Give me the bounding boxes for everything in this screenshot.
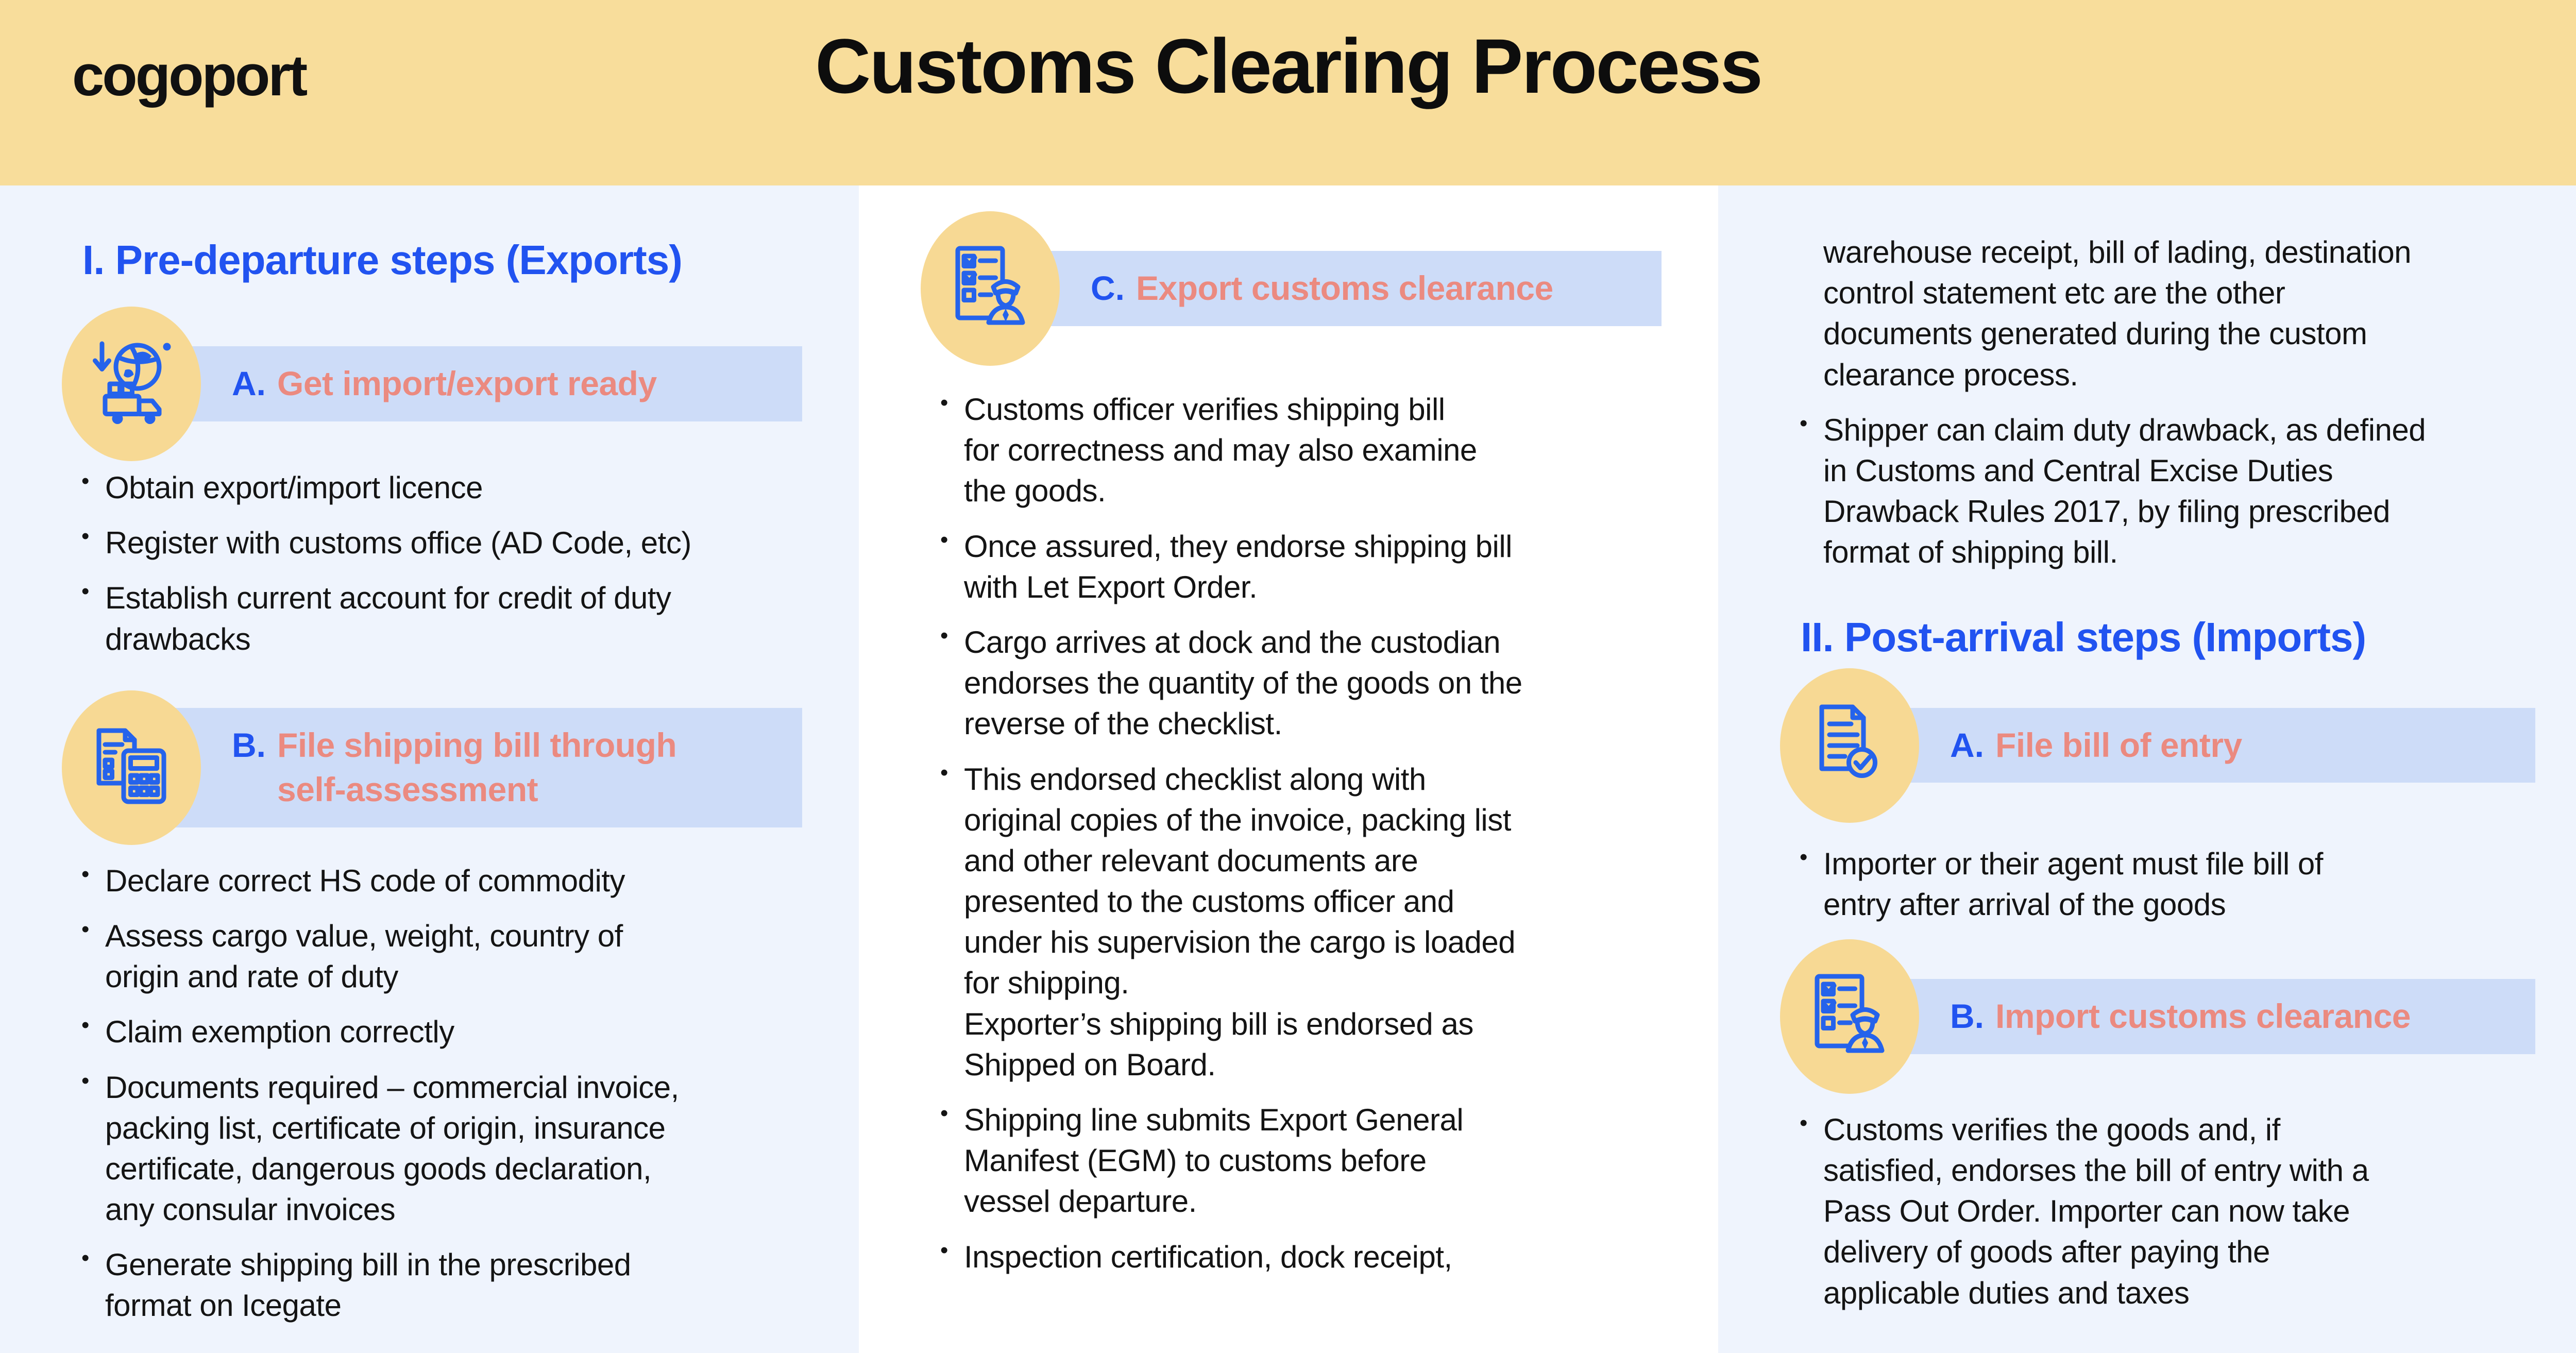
list-item: •Shipper can claim duty drawback, as def… xyxy=(1795,410,2535,573)
step-letter: A. xyxy=(1950,725,1984,764)
list-item: •Importer or their agent must file bill … xyxy=(1795,843,2535,925)
step-title: Import customs clearance xyxy=(1995,996,2411,1035)
checklist-customs-officer-icon xyxy=(921,211,1060,366)
header-bar: cogoport Customs Clearing Process xyxy=(0,0,2576,185)
list-item: •Customs verifies the goods and, if sati… xyxy=(1795,1109,2535,1313)
checklist-customs-officer-icon xyxy=(1780,939,1919,1094)
document-calculator-icon xyxy=(62,690,201,845)
bullet-icon: • xyxy=(81,916,89,942)
exports-heading: I. Pre-departure steps (Exports) xyxy=(82,237,683,283)
step-banner: B. File shipping bill through self-asses… xyxy=(129,707,802,827)
step-letter: A. xyxy=(232,364,266,403)
bullet-list: •Declare correct HS code of commodity •A… xyxy=(77,860,802,1326)
step-banner: B. Import customs clearance xyxy=(1847,978,2535,1054)
list-item: •Declare correct HS code of commodity xyxy=(77,860,802,901)
list-item: •Shipping line submits Export General Ma… xyxy=(936,1100,1662,1222)
bullet-icon: • xyxy=(940,390,948,415)
list-item: •Once assured, they endorse shipping bil… xyxy=(936,526,1662,607)
list-item: •This endorsed checklist along with orig… xyxy=(936,759,1662,1086)
list-item: •Generate shipping bill in the prescribe… xyxy=(77,1244,802,1326)
column-exports: I. Pre-departure steps (Exports) A. Get … xyxy=(0,185,859,1353)
bullet-icon: • xyxy=(1800,1110,1807,1136)
step-title: File bill of entry xyxy=(1995,725,2242,764)
imports-heading: II. Post-arrival steps (Imports) xyxy=(1801,614,2366,660)
bullet-icon: • xyxy=(81,523,89,549)
bullet-icon: • xyxy=(940,622,948,648)
step-banner: A. Get import/export ready xyxy=(129,346,802,421)
bullet-list: •Obtain export/import licence •Register … xyxy=(77,467,802,659)
bullet-list: •Customs verifies the goods and, if sati… xyxy=(1795,1109,2535,1313)
list-item: •Cargo arrives at dock and the custodian… xyxy=(936,622,1662,745)
list-item: •Inspection certification, dock receipt, xyxy=(936,1237,1662,1277)
step-letter: B. xyxy=(1950,996,1984,1035)
bullet-icon: • xyxy=(81,468,89,494)
globe-truck-import-export-icon xyxy=(62,307,201,461)
step-letter: B. xyxy=(232,725,266,764)
step-file-shipping-bill: B. File shipping bill through self-asses… xyxy=(62,690,802,845)
column-export-clearance: C. Export customs clearance •Customs off… xyxy=(859,185,1718,1353)
bullet-icon: • xyxy=(81,1245,89,1271)
cogoport-logo: cogoport xyxy=(72,43,308,108)
bullet-list: •warehouse receipt, bill of lading, dest… xyxy=(1795,232,2535,573)
step-title: Export customs clearance xyxy=(1136,269,1553,308)
step-get-ready: A. Get import/export ready xyxy=(62,307,802,461)
document-check-icon xyxy=(1780,668,1919,823)
list-item: •Obtain export/import licence xyxy=(77,467,802,508)
step-file-bill-of-entry: A. File bill of entry xyxy=(1780,668,2535,823)
bullet-icon: • xyxy=(940,1237,948,1263)
list-item: •Assess cargo value, weight, country of … xyxy=(77,916,802,997)
step-banner: C. Export customs clearance xyxy=(988,251,1662,326)
step-title: File shipping bill through self-assessme… xyxy=(277,725,677,808)
list-item: •Register with customs office (AD Code, … xyxy=(77,522,802,563)
step-banner: A. File bill of entry xyxy=(1847,707,2535,783)
bullet-list: •Customs officer verifies shipping bill … xyxy=(936,389,1662,1277)
list-item: •Documents required – commercial invoice… xyxy=(77,1067,802,1230)
bullet-list: •Importer or their agent must file bill … xyxy=(1795,843,2535,925)
list-item: •Customs officer verifies shipping bill … xyxy=(936,389,1662,512)
bullet-icon: • xyxy=(81,861,89,887)
bullet-icon: • xyxy=(1800,844,1807,870)
bullet-icon: • xyxy=(1800,410,1807,436)
bullet-icon: • xyxy=(81,1068,89,1093)
list-item: •Claim exemption correctly xyxy=(77,1011,802,1052)
step-title: Get import/export ready xyxy=(277,364,657,403)
step-import-clearance: B. Import customs clearance xyxy=(1780,939,2535,1094)
list-item-continuation: •warehouse receipt, bill of lading, dest… xyxy=(1823,235,2412,392)
step-export-clearance: C. Export customs clearance xyxy=(921,211,1662,366)
bullet-icon: • xyxy=(81,579,89,604)
bullet-icon: • xyxy=(940,527,948,552)
step-letter: C. xyxy=(1091,269,1125,308)
page-title: Customs Clearing Process xyxy=(815,23,1763,109)
list-item: •Establish current account for credit of… xyxy=(77,578,802,659)
bullet-icon: • xyxy=(81,1012,89,1038)
bullet-icon: • xyxy=(940,1101,948,1126)
column-imports: •warehouse receipt, bill of lading, dest… xyxy=(1718,185,2576,1353)
bullet-icon: • xyxy=(940,759,948,785)
